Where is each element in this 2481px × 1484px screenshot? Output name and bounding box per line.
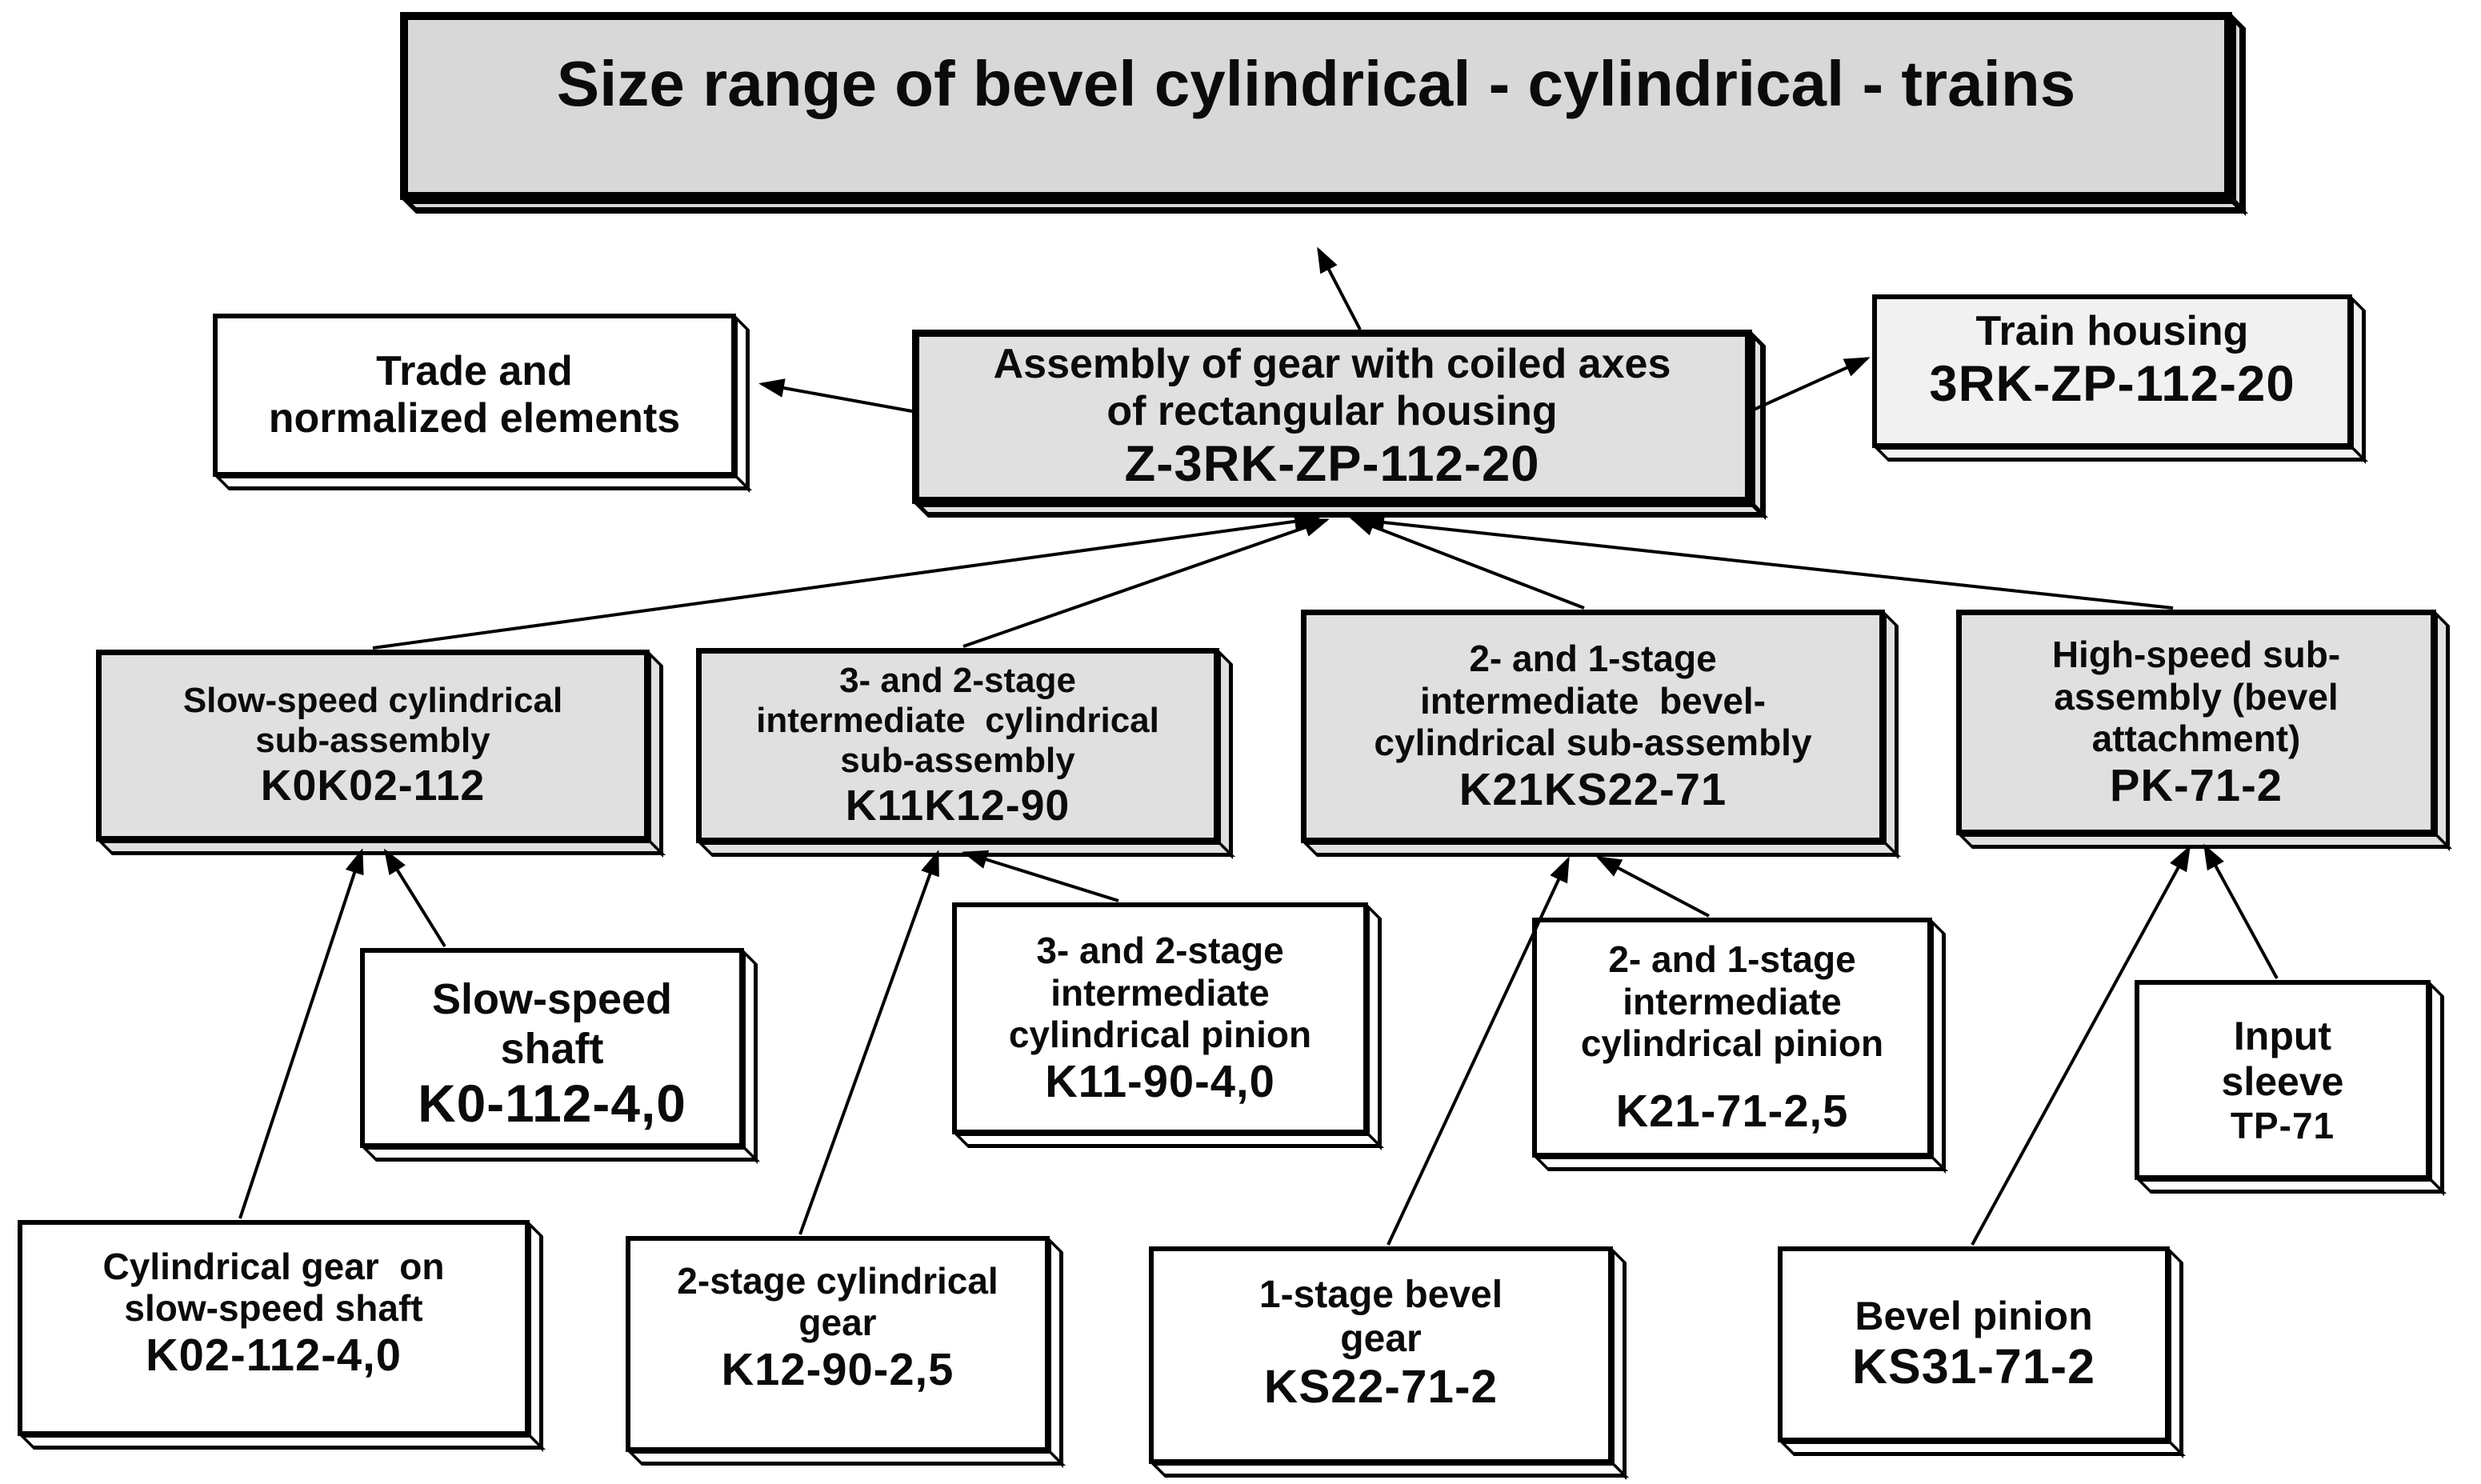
node-label: 3- and 2-stage [839, 661, 1076, 701]
node-label: Input [2233, 1013, 2332, 1058]
node-label: Slow-speed [431, 975, 673, 1023]
node-bevel-cylindrical-sub-assembly: 2- and 1-stage intermediate bevel- cylin… [1301, 610, 1885, 843]
node-train-housing: Train housing 3RK-ZP-112-20 [1872, 294, 2352, 448]
edge-assembly-to-trade [758, 378, 913, 413]
node-label: cylindrical pinion [1008, 1014, 1312, 1056]
node-label: shaft [500, 1024, 604, 1073]
node-label: Bevel pinion [1855, 1294, 2093, 1339]
node-label: Cylindrical gear on [102, 1246, 445, 1287]
edge-gearonshaft-to-subslow [238, 848, 364, 1219]
node-slow-speed-sub-assembly: Slow-speed cylindrical sub-assembly K0K0… [96, 650, 650, 842]
edge-pinion32-to-subintcyl [962, 850, 1119, 902]
edge-sleeve-to-subhigh [2203, 843, 2279, 979]
node-label: 2- and 1-stage [1469, 638, 1717, 680]
node-label: Train housing [1975, 308, 2249, 355]
node-code: K11K12-90 [845, 781, 1070, 830]
node-code: K21-71-2,5 [1615, 1085, 1849, 1136]
node-intermediate-cylindrical-pinion-3-2: 3- and 2-stage intermediate cylindrical … [952, 902, 1368, 1134]
node-code: K12-90-2,5 [721, 1343, 954, 1394]
edge-shaft-to-subslow [383, 848, 446, 948]
edge-subslow-to-assembly [372, 511, 1320, 650]
node-input-sleeve: Input sleeve TP-71 [2135, 980, 2431, 1180]
node-code: K0K02-112 [260, 761, 486, 810]
node-intermediate-cylindrical-pinion-2-1: 2- and 1-stage intermediate cylindrical … [1532, 918, 1932, 1158]
edge-subhigh-to-assembly [1359, 513, 2174, 610]
node-trade-elements: Trade and normalized elements [213, 314, 736, 477]
node-label: gear [798, 1302, 877, 1344]
node-label: intermediate cylindrical [756, 701, 1159, 741]
node-label: Size range of bevel cylindrical - cylind… [556, 48, 2076, 120]
node-label: of rectangular housing [1106, 387, 1558, 434]
node-label: normalized elements [268, 395, 681, 442]
node-label: High-speed sub- [2051, 634, 2341, 676]
node-assembly: Assembly of gear with coiled axes of rec… [912, 330, 1752, 504]
node-label: Assembly of gear with coiled axes [993, 340, 1671, 387]
node-cylindrical-gear-on-slow-speed-shaft: Cylindrical gear on slow-speed shaft K02… [18, 1220, 530, 1436]
node-label: attachment) [2091, 718, 2301, 760]
node-slow-speed-shaft: Slow-speed shaft K0-112-4,0 [360, 948, 744, 1148]
node-code: 3RK-ZP-112-20 [1929, 356, 2295, 413]
node-code: PK-71-2 [2110, 759, 2283, 810]
node-label: intermediate bevel- [1419, 679, 1767, 722]
node-code: TP-71 [2230, 1104, 2335, 1146]
node-label: 1-stage bevel [1259, 1274, 1503, 1316]
node-label: intermediate [1623, 980, 1842, 1022]
node-label: sub-assembly [840, 741, 1075, 781]
node-label: cylindrical sub-assembly [1374, 722, 1812, 764]
node-code: K21KS22-71 [1459, 763, 1727, 814]
node-label: 3- and 2-stage [1036, 930, 1284, 972]
node-label: slow-speed shaft [124, 1287, 423, 1330]
node-title: Size range of bevel cylindrical - cylind… [400, 12, 2232, 200]
edge-subintcyl-to-assembly [962, 518, 1330, 648]
node-label: 2-stage cylindrical [677, 1260, 998, 1302]
edge-assembly-to-train [1753, 357, 1871, 411]
node-label: intermediate [1050, 971, 1270, 1014]
node-code: KS22-71-2 [1263, 1361, 1499, 1414]
node-high-speed-sub-assembly: High-speed sub- assembly (bevel attachme… [1956, 610, 2436, 835]
node-1-stage-bevel-gear: 1-stage bevel gear KS22-71-2 [1149, 1246, 1613, 1464]
edge-assembly-to-title [1317, 246, 1362, 330]
node-code: K0-112-4,0 [418, 1074, 686, 1134]
node-bevel-pinion: Bevel pinion KS31-71-2 [1778, 1246, 2170, 1442]
edge-subbevel-to-assembly [1349, 517, 1585, 610]
node-label: sub-assembly [255, 721, 490, 761]
node-label: Trade and [376, 347, 573, 394]
edge-pinion21-to-subbevel [1595, 856, 1710, 918]
node-2-stage-cylindrical-gear: 2-stage cylindrical gear K12-90-2,5 [626, 1236, 1050, 1452]
edge-gear2stage-to-subintcyl [798, 850, 939, 1235]
node-code: K02-112-4,0 [146, 1329, 402, 1380]
node-label: 2- and 1-stage [1608, 938, 1856, 981]
node-code: K11-90-4,0 [1045, 1055, 1275, 1106]
node-label: cylindrical pinion [1580, 1022, 1884, 1065]
node-label: gear [1340, 1317, 1422, 1360]
node-code: KS31-71-2 [1852, 1339, 2095, 1394]
node-label: assembly (bevel [2054, 675, 2339, 718]
node-code: Z-3RK-ZP-112-20 [1124, 436, 1540, 493]
node-label: Slow-speed cylindrical [182, 681, 563, 721]
node-label: sleeve [2221, 1058, 2344, 1104]
node-intermediate-cylindrical-sub-assembly: 3- and 2-stage intermediate cylindrical … [696, 648, 1219, 843]
